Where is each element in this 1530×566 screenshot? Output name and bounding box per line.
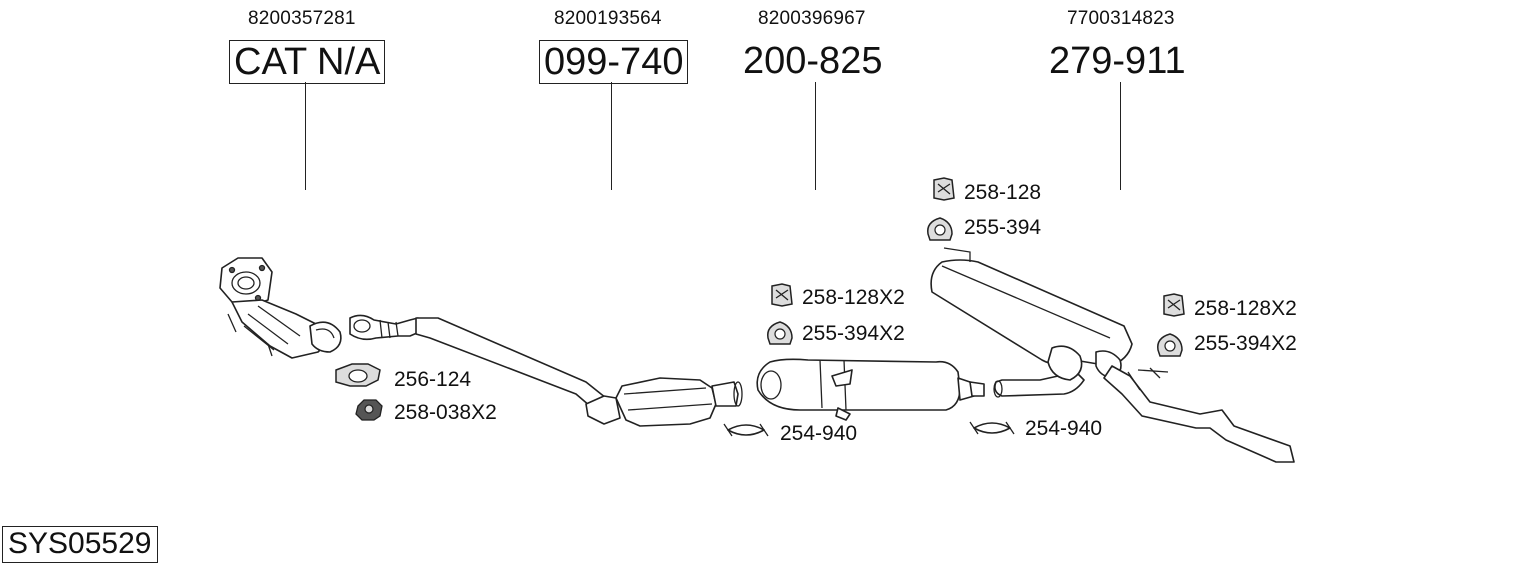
catalyst-drawing[interactable] <box>219 257 342 359</box>
part-number-middle-silencer[interactable]: 200-825 <box>743 40 883 82</box>
accessory-label-hanger[interactable]: 255-394X2 <box>1194 332 1297 355</box>
accessory-label-rubber-mount[interactable]: 258-128X2 <box>1194 297 1297 320</box>
accessory-label-clamp[interactable]: 254-940 <box>1025 417 1103 440</box>
part-number-catalyst[interactable]: CAT N/A <box>229 40 386 84</box>
accessory-label-rubber-mount[interactable]: 258-128X2 <box>802 286 905 309</box>
hanger-icon <box>927 217 953 241</box>
oem-number-middle-silencer: 8200396967 <box>758 8 866 29</box>
clamp-icon <box>723 423 769 437</box>
rubber-mount-icon <box>933 177 955 201</box>
system-id: SYS05529 <box>2 526 159 563</box>
middle-silencer-drawing[interactable] <box>756 358 985 421</box>
accessory-label-clamp[interactable]: 254-940 <box>780 422 858 445</box>
front-pipe-drawing[interactable] <box>349 314 743 427</box>
accessory-label-hanger[interactable]: 255-394X2 <box>802 322 905 345</box>
hanger-icon <box>1157 333 1183 357</box>
leader-line-front-pipe <box>611 82 612 190</box>
rubber-mount-icon <box>771 283 793 307</box>
gasket-icon <box>335 363 381 387</box>
accessory-label-rubber-mount[interactable]: 258-128 <box>964 181 1042 204</box>
accessory-label-hanger[interactable]: 255-394 <box>964 216 1042 239</box>
oem-number-rear-silencer: 7700314823 <box>1067 8 1175 29</box>
oem-number-catalyst: 8200357281 <box>248 8 356 29</box>
hanger-icon <box>767 321 793 345</box>
rear-silencer-drawing[interactable] <box>930 247 1295 463</box>
part-number-front-pipe[interactable]: 099-740 <box>539 40 689 84</box>
nut-icon <box>355 399 383 421</box>
leader-line-catalyst <box>305 82 306 190</box>
accessory-label-nut[interactable]: 258-038X2 <box>394 401 497 424</box>
part-number-rear-silencer[interactable]: 279-911 <box>1049 40 1186 82</box>
oem-number-front-pipe: 8200193564 <box>554 8 662 29</box>
leader-line-rear-silencer <box>1120 82 1121 190</box>
leader-line-middle-silencer <box>815 82 816 190</box>
clamp-icon <box>969 421 1015 435</box>
accessory-label-gasket[interactable]: 256-124 <box>394 368 472 391</box>
rubber-mount-icon <box>1163 293 1185 317</box>
